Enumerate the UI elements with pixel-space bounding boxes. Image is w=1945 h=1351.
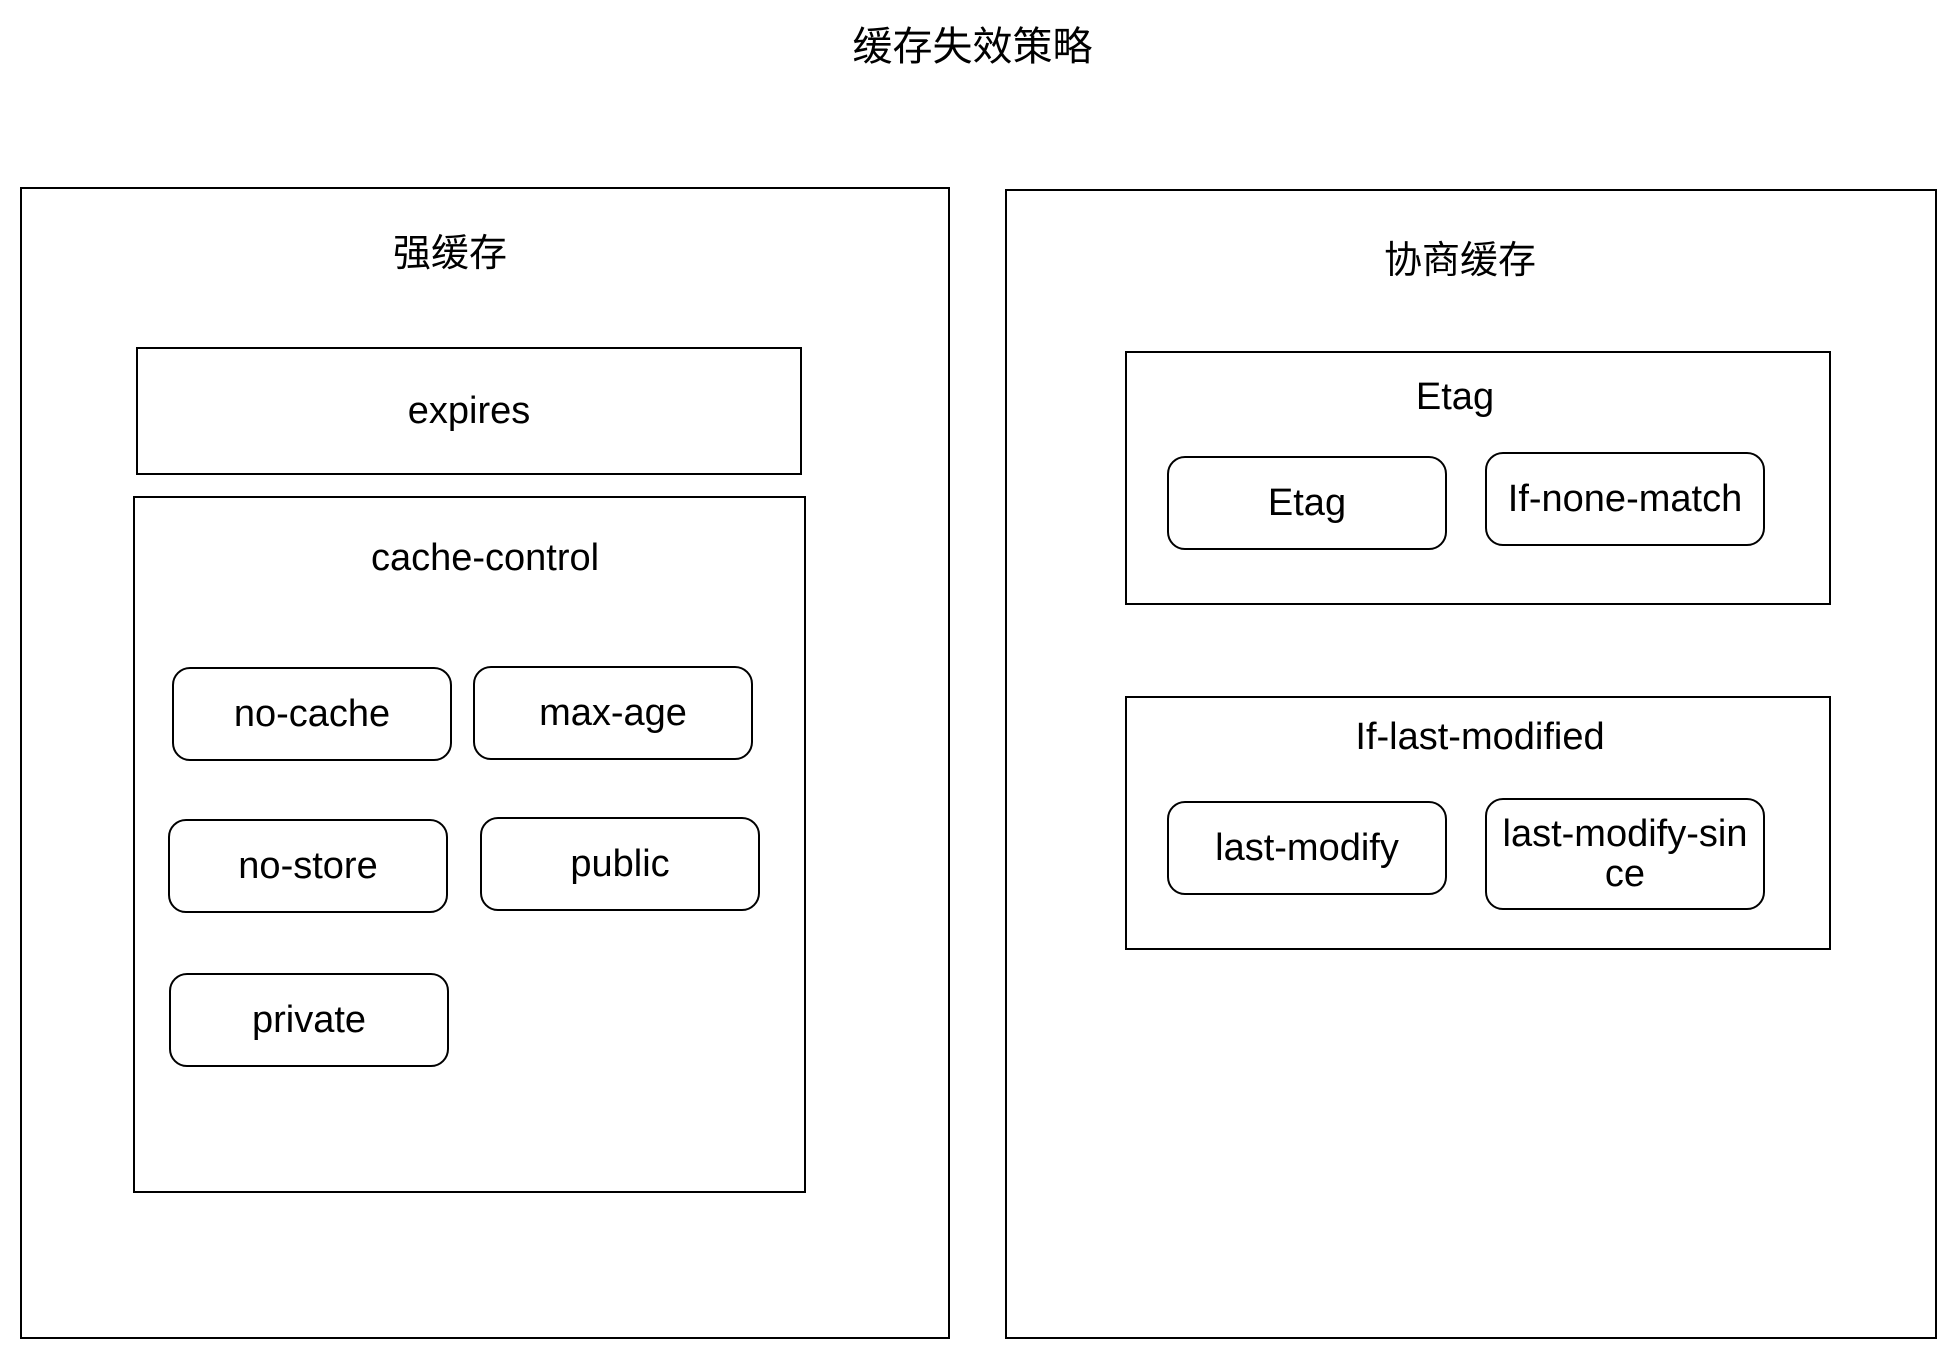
etag-item: Etag (1167, 456, 1447, 550)
expires-box: expires (136, 347, 802, 475)
directive-no-store: no-store (168, 819, 448, 913)
if-none-match-item: If-none-match (1485, 452, 1765, 546)
last-modify-since-item: last-modify-since (1485, 798, 1765, 910)
cache-control-heading: cache-control (370, 537, 600, 579)
directive-no-cache: no-cache (172, 667, 452, 761)
last-modify-item: last-modify (1167, 801, 1447, 895)
negotiated-cache-heading: 协商缓存 (1383, 238, 1536, 282)
directive-private: private (169, 973, 449, 1067)
last-modified-group-heading: If-last-modified (1355, 716, 1605, 758)
directive-public: public (480, 817, 760, 911)
etag-group-heading: Etag (1415, 376, 1495, 418)
directive-max-age: max-age (473, 666, 753, 760)
strong-cache-heading: 强缓存 (392, 231, 507, 275)
diagram-title: 缓存失效策略 (852, 24, 1093, 70)
expires-label: expires (407, 389, 531, 432)
